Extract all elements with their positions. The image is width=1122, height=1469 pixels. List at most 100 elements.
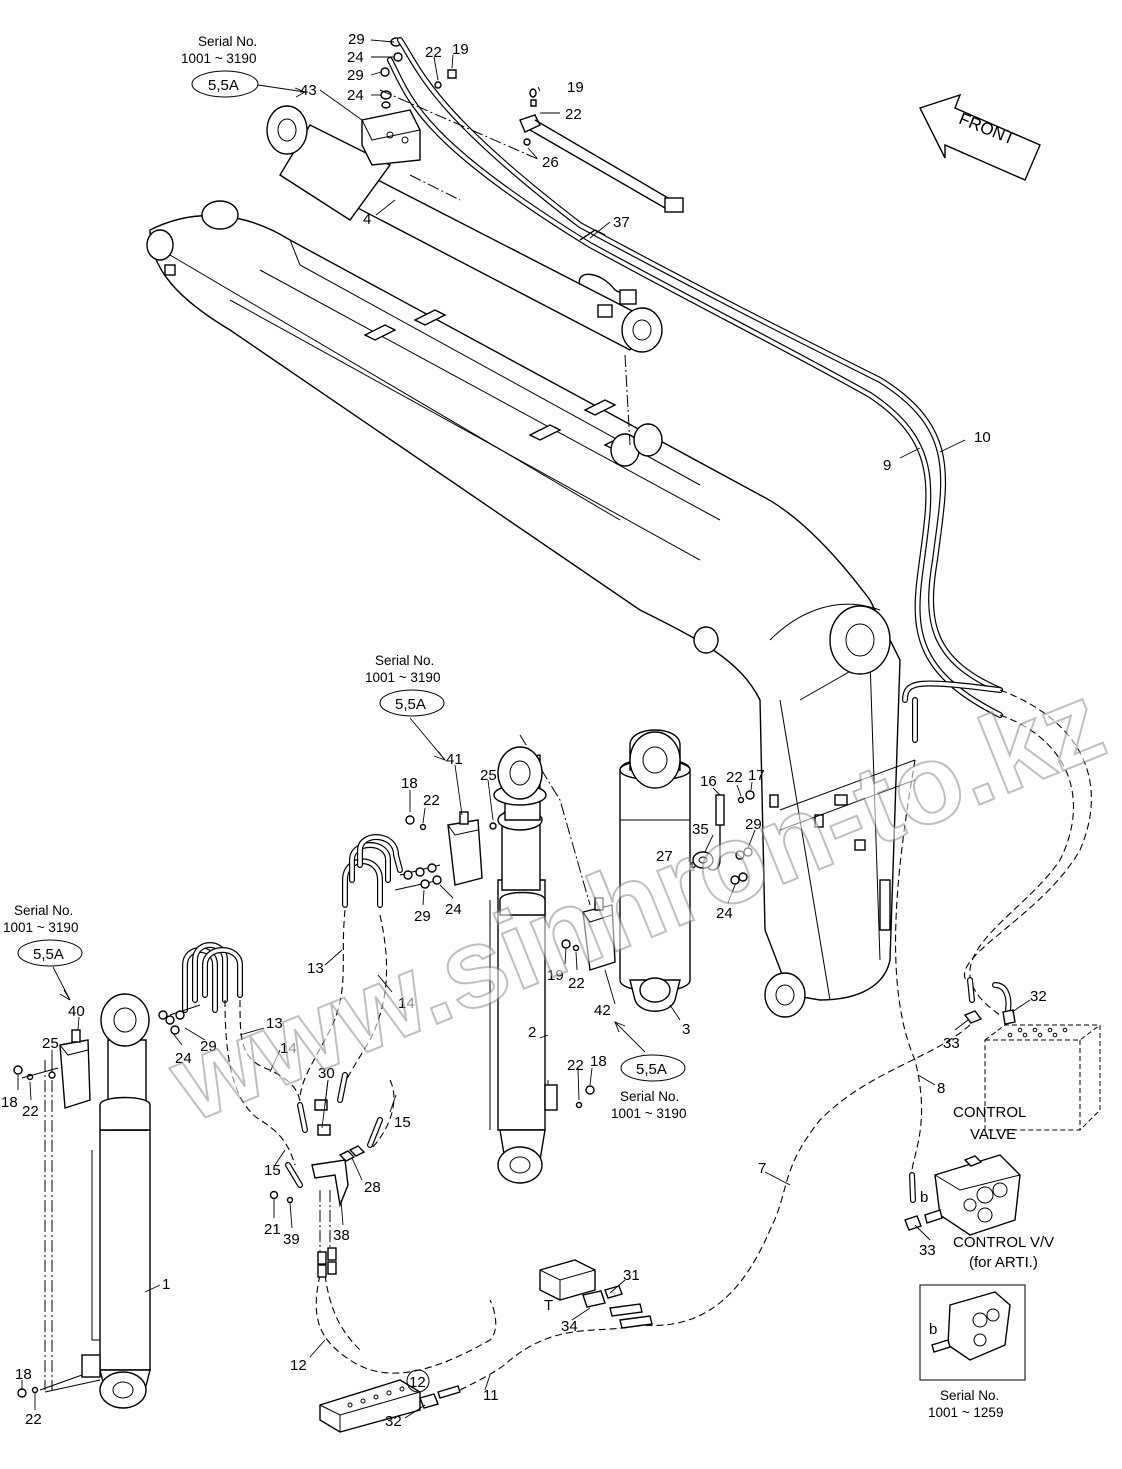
callout-number: 18 (401, 775, 418, 792)
callout-number: 14 (280, 1040, 297, 1057)
callout-number: 35 (692, 821, 709, 838)
callout-number: 7 (758, 1160, 766, 1177)
u-hoses-upper (342, 834, 441, 908)
arm-cylinder-4 (266, 105, 663, 353)
callout-number: 14 (398, 995, 415, 1012)
serial-badge: 5,5A (33, 946, 64, 963)
tee-fittings-30 (269, 1072, 383, 1278)
callout-number: 13 (266, 1015, 283, 1032)
callout-number: 16 (700, 773, 717, 790)
control-valve-label: CONTROL VALVE (953, 1104, 1026, 1143)
callout-number: 29 (200, 1038, 217, 1055)
serial-note-right: 5,5A Serial No. 1001 ~ 3190 (611, 1054, 686, 1121)
lower-dashed-hoses (224, 909, 395, 1255)
callout-number: 12 (290, 1357, 307, 1374)
callout-number: 29 (745, 816, 762, 833)
valve-block-42 (582, 897, 616, 971)
serial-note-left: Serial No. 1001 ~ 3190 5,5A (3, 903, 83, 967)
callout-number: 25 (42, 1035, 59, 1052)
callout-number: 29 (348, 31, 365, 48)
serial-line1: Serial No. (620, 1089, 679, 1104)
serial-note-inset: Serial No. 1001 ~ 1259 (928, 1388, 1003, 1420)
callout-number: 40 (68, 1003, 85, 1020)
control-vv-line2: (for ARTI.) (969, 1254, 1038, 1271)
serial-badge: 5,5A (395, 696, 426, 713)
boom-cylinder-3 (619, 729, 691, 1012)
tank-block-T (539, 1259, 653, 1329)
callout-number: 22 (25, 1411, 42, 1428)
callout-number: 24 (347, 87, 364, 104)
control-vv-line1: CONTROL V/V (953, 1234, 1054, 1251)
callout-number: 26 (542, 154, 559, 171)
serial-line2: 1001 ~ 1259 (928, 1405, 1003, 1420)
manifold-12 (319, 1379, 461, 1433)
front-arrow: FRONT (919, 93, 1041, 181)
callout-number: 1 (162, 1276, 170, 1293)
callout-number: 33 (919, 1242, 936, 1259)
serial-line2: 1001 ~ 3190 (3, 920, 78, 935)
callout-number: 43 (300, 82, 317, 99)
u-hoses-lower (169, 942, 243, 1016)
callout-number: 27 (656, 848, 673, 865)
circled-callout-ring (406, 1369, 430, 1393)
boom-cylinder-2 (489, 746, 558, 1184)
valve-block-40 (59, 1029, 91, 1109)
callout-number: 19 (567, 79, 584, 96)
serial-badge: 5,5A (208, 77, 239, 94)
leader-lines (17, 39, 1031, 1419)
callout-number: 30 (318, 1065, 335, 1082)
callout-number: 24 (445, 901, 462, 918)
callout-number: 24 (716, 905, 733, 922)
serial-note-mid: Serial No. 1001 ~ 3190 5,5A (365, 653, 445, 717)
callout-number: 18 (590, 1053, 607, 1070)
callout-number: 24 (175, 1050, 192, 1067)
callout-number: 4 (363, 211, 371, 228)
callout-number: 12 (409, 1374, 426, 1391)
rod-26 (519, 88, 684, 213)
serial-line1: Serial No. (198, 34, 257, 49)
callout-number: 31 (623, 1267, 640, 1284)
valve-block-43 (361, 109, 421, 166)
callout-number: 2 (528, 1024, 536, 1041)
inset-box (919, 1284, 1026, 1381)
callout-number: 9 (883, 457, 891, 474)
callout-number: 22 (425, 44, 442, 61)
valve-block-41 (447, 811, 483, 886)
callout-number: 13 (307, 960, 324, 977)
callout-letter: b (929, 1321, 937, 1338)
callout-number: 38 (333, 1227, 350, 1244)
callout-number: 28 (364, 1179, 381, 1196)
callout-number: 19 (452, 41, 469, 58)
callout-number: 37 (613, 214, 630, 231)
control-valve-line2: VALVE (970, 1126, 1016, 1143)
callout-number: 22 (22, 1103, 39, 1120)
callout-letter: b (920, 1189, 928, 1206)
callout-number: 11 (483, 1387, 499, 1404)
callout-number: 25 (480, 767, 497, 784)
cylinder-1 (81, 993, 151, 1409)
callout-number: 41 (446, 751, 463, 768)
callout-number: 22 (726, 769, 743, 786)
callout-number: 24 (347, 49, 364, 66)
callout-number: 10 (974, 429, 991, 446)
callout-number: 29 (347, 67, 364, 84)
callout-number: 15 (394, 1114, 411, 1131)
control-vv-arti (904, 1154, 1021, 1236)
callout-number: 17 (748, 767, 765, 784)
control-valve-line1: CONTROL (953, 1104, 1026, 1121)
serial-line2: 1001 ~ 3190 (181, 51, 256, 66)
callout-number: 3 (682, 1021, 690, 1038)
control-vv-label: CONTROL V/V (for ARTI.) (953, 1234, 1054, 1271)
callout-number: 8 (937, 1080, 945, 1097)
callout-number: 19 (547, 967, 564, 984)
serial-line1: Serial No. (940, 1388, 999, 1403)
serial-line2: 1001 ~ 3190 (365, 670, 440, 685)
callout-number: 32 (1030, 988, 1047, 1005)
callout-number: 21 (264, 1221, 281, 1238)
misc-fittings (13, 790, 755, 1398)
callout-number: 22 (567, 1057, 584, 1074)
callout-number: 33 (943, 1035, 960, 1052)
callout-numbers: 29 24 29 24 22 19 43 19 22 26 4 37 10 9 … (1, 31, 1047, 1430)
serial-badge: 5,5A (636, 1061, 667, 1078)
